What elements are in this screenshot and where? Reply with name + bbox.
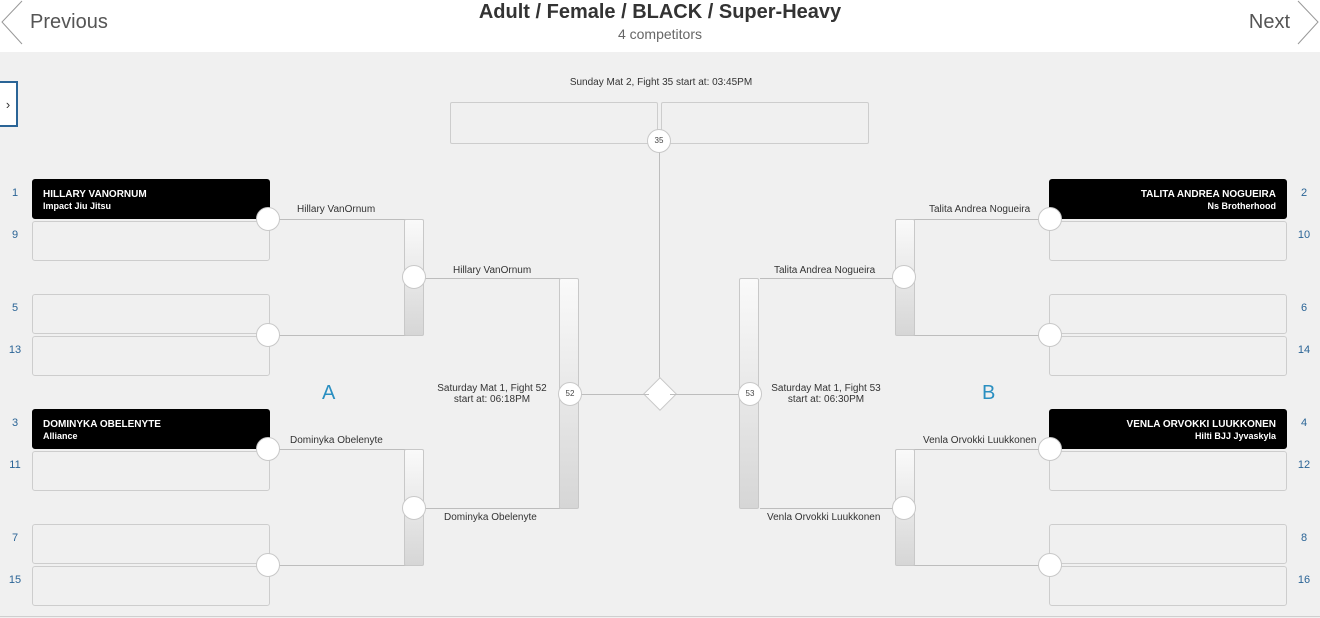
match-node[interactable]: [1038, 323, 1062, 347]
connector-line: [268, 219, 416, 220]
match-node[interactable]: [256, 323, 280, 347]
connector-line: [904, 335, 1052, 336]
empty-slot: [1049, 451, 1287, 491]
seed-number: 1: [11, 187, 19, 199]
empty-slot: [1049, 221, 1287, 261]
competitor-count: 4 competitors: [617, 26, 703, 42]
empty-slot: [1049, 336, 1287, 376]
competitor-slot[interactable]: VENLA ORVOKKI LUUKKONEN Hilti BJJ Jyvask…: [1049, 409, 1287, 449]
advancing-name: Hillary VanOrnum: [453, 265, 532, 276]
competitor-team: Impact Jiu Jitsu: [43, 201, 112, 211]
connector-line: [569, 394, 649, 395]
advancing-name: Dominyka Obelenyte: [444, 512, 537, 523]
seed-number: 9: [11, 229, 19, 241]
seed-number: 10: [1297, 229, 1311, 241]
fight-info-line: Saturday Mat 1, Fight 53: [771, 383, 881, 394]
connector-line: [904, 449, 1052, 450]
advancing-name: Venla Orvokki Luukkonen: [923, 435, 1037, 446]
seed-number: 16: [1297, 574, 1311, 586]
fight-number-badge: 53: [738, 382, 762, 406]
seed-number: 7: [11, 532, 19, 544]
match-node[interactable]: [256, 437, 280, 461]
group-b-label: B: [982, 382, 996, 404]
match-node[interactable]: [1038, 437, 1062, 461]
empty-slot: [32, 221, 270, 261]
seed-number: 2: [1300, 187, 1308, 199]
empty-slot: [32, 294, 270, 334]
fight-info-line: start at: 06:30PM: [787, 394, 865, 405]
final-fight-info: Sunday Mat 2, Fight 35 start at: 03:45PM: [569, 77, 753, 88]
header-bar: Adult / Female / BLACK / Super-Heavy 4 c…: [0, 0, 1320, 52]
match-node[interactable]: [256, 553, 280, 577]
seed-number: 11: [9, 459, 21, 471]
connector-line: [904, 219, 1052, 220]
competitor-name: HILLARY VANORNUM: [43, 189, 147, 200]
seed-number: 15: [8, 574, 22, 586]
seed-number: 13: [8, 344, 22, 356]
seed-number: 14: [1297, 344, 1311, 356]
connector-line: [760, 278, 906, 279]
match-node[interactable]: [1038, 207, 1062, 231]
fight-info: Saturday Mat 1, Fight 53 start at: 06:30…: [746, 383, 906, 405]
empty-slot: [32, 451, 270, 491]
fight-info-line: Saturday Mat 1, Fight 52: [437, 383, 547, 394]
empty-slot: [1049, 524, 1287, 564]
fight-number-badge-final: 35: [647, 129, 671, 153]
advancing-name: Talita Andrea Nogueira: [929, 204, 1031, 215]
sidebar-toggle-button[interactable]: ›: [0, 81, 18, 127]
competitor-slot[interactable]: TALITA ANDREA NOGUEIRA Ns Brotherhood: [1049, 179, 1287, 219]
match-node[interactable]: [1038, 553, 1062, 577]
advancing-name: Venla Orvokki Luukkonen: [767, 512, 881, 523]
competitor-team: Hilti BJJ Jyvaskyla: [1194, 431, 1276, 441]
chevron-left-icon[interactable]: [0, 0, 24, 46]
fight-info-line: start at: 06:18PM: [453, 394, 531, 405]
match-node[interactable]: [892, 496, 916, 520]
seed-number: 6: [1300, 302, 1308, 314]
fight-info: Saturday Mat 1, Fight 52 start at: 06:18…: [412, 383, 572, 405]
match-node[interactable]: [256, 207, 280, 231]
competitor-name: DOMINYKA OBELENYTE: [43, 419, 161, 430]
match-node[interactable]: [892, 265, 916, 289]
seed-number: 4: [1300, 417, 1308, 429]
competitor-slot[interactable]: DOMINYKA OBELENYTE Alliance: [32, 409, 270, 449]
competitor-name: TALITA ANDREA NOGUEIRA: [1140, 189, 1276, 200]
final-slot-right[interactable]: [661, 102, 869, 144]
previous-button[interactable]: Previous: [30, 11, 108, 33]
empty-slot: [32, 566, 270, 606]
competitor-team: Ns Brotherhood: [1207, 201, 1277, 211]
chevron-right-icon[interactable]: [1296, 0, 1320, 46]
connector-line: [268, 449, 416, 450]
connector-line: [268, 565, 416, 566]
bottom-divider: [0, 616, 1320, 617]
competitor-name: VENLA ORVOKKI LUUKKONEN: [1126, 419, 1276, 430]
connector-line: [760, 508, 906, 509]
match-node[interactable]: [402, 496, 426, 520]
connector-line: [414, 508, 560, 509]
connector-line: [659, 152, 660, 382]
seed-number: 8: [1300, 532, 1308, 544]
empty-slot: [32, 524, 270, 564]
empty-slot: [1049, 566, 1287, 606]
next-button[interactable]: Next: [1248, 11, 1290, 33]
seed-number: 12: [1297, 459, 1311, 471]
advancing-name: Dominyka Obelenyte: [290, 435, 383, 446]
final-slot-left[interactable]: [450, 102, 658, 144]
advancing-name: Hillary VanOrnum: [297, 204, 376, 215]
connector-line: [904, 565, 1052, 566]
connector-line: [670, 394, 750, 395]
empty-slot: [32, 336, 270, 376]
seed-number: 3: [11, 417, 19, 429]
connector-line: [268, 335, 416, 336]
connector-line: [414, 278, 560, 279]
seed-number: 5: [11, 302, 19, 314]
page-title: Adult / Female / BLACK / Super-Heavy: [478, 1, 842, 23]
competitor-slot[interactable]: HILLARY VANORNUM Impact Jiu Jitsu: [32, 179, 270, 219]
match-node[interactable]: [402, 265, 426, 289]
advancing-name: Talita Andrea Nogueira: [774, 265, 876, 276]
empty-slot: [1049, 294, 1287, 334]
competitor-team: Alliance: [43, 431, 78, 441]
group-a-label: A: [322, 382, 336, 404]
fight-number-badge: 52: [558, 382, 582, 406]
